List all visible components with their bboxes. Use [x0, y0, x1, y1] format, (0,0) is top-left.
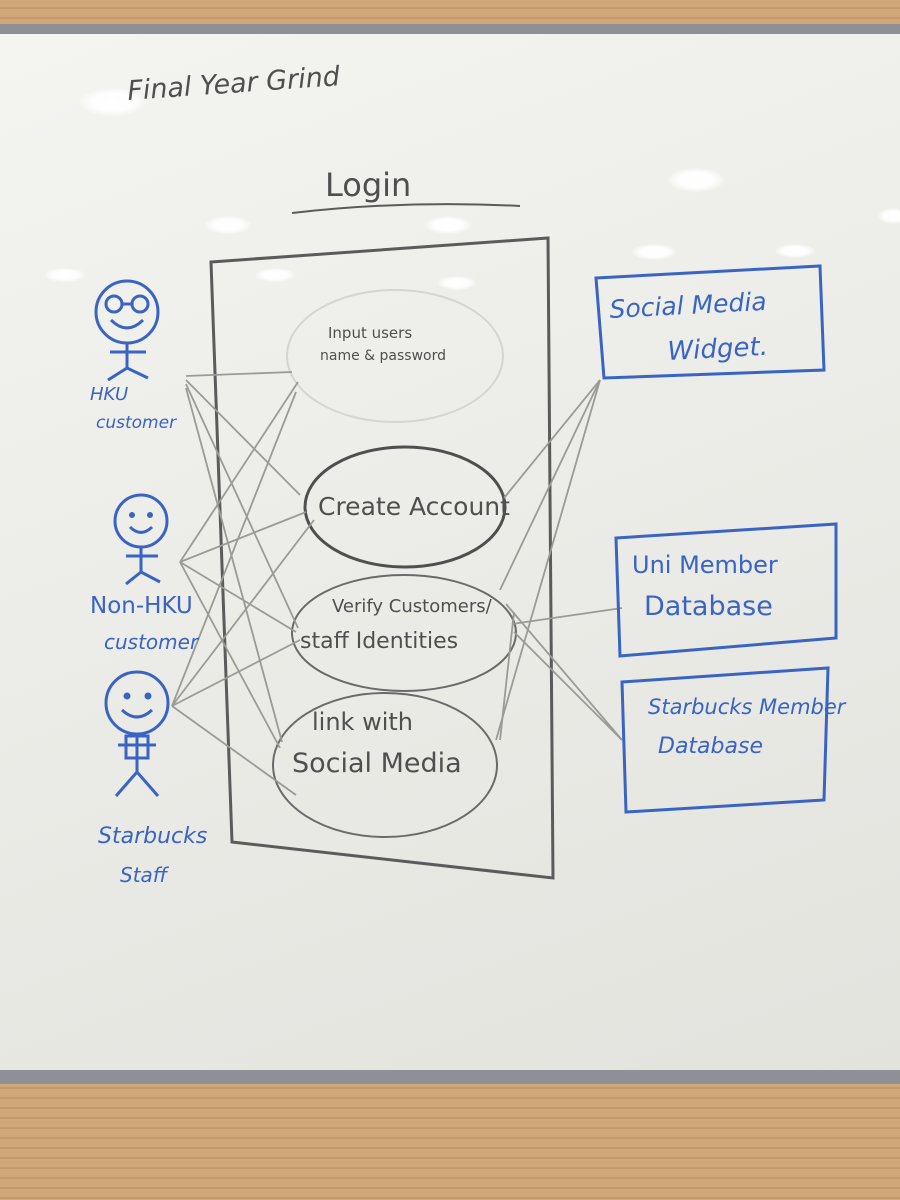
use-case-input-credentials-label-2: name & password: [320, 348, 446, 364]
wood-wall-bottom: [0, 1070, 900, 1200]
light-reflection: [255, 268, 295, 282]
external-uni-member-database-label-2: Database: [644, 591, 773, 622]
smiling-face-icon: [104, 670, 170, 736]
external-uni-member-database-label-1: Uni Member: [632, 551, 778, 579]
use-case-link-social-media-label-1: link with: [312, 708, 413, 736]
light-reflection: [425, 216, 471, 234]
use-case-create-account-label: Create Account: [318, 492, 510, 521]
smiling-face-icon: [113, 493, 169, 549]
association-lines: [171, 371, 623, 796]
external-uni-member-database: [614, 522, 838, 658]
external-starbucks-member-database: [620, 666, 830, 814]
actor-non-hku-customer-label-1: Non-HKU: [90, 593, 193, 619]
light-reflection: [205, 216, 251, 234]
use-case-input-credentials: [286, 289, 504, 423]
system-title: Login: [325, 166, 411, 204]
smiling-glasses-face-icon: [94, 279, 160, 345]
use-case-input-credentials-label-1: Input users: [328, 324, 412, 342]
external-starbucks-member-database-label-2: Database: [658, 734, 763, 759]
use-case-verify-identities-label-1: Verify Customers/: [332, 596, 493, 617]
actor-non-hku-customer-label-2: customer: [104, 630, 200, 654]
board-heading: Final Year Grind: [126, 61, 341, 107]
external-social-media-widget-label-2: Widget.: [667, 332, 769, 367]
light-reflection: [438, 276, 476, 290]
actor-non-hku-customer: [113, 493, 169, 586]
light-reflection: [775, 244, 815, 258]
actor-starbucks-staff-label-2: Staff: [120, 863, 170, 887]
actor-hku-customer-label-1: HKU: [90, 384, 128, 405]
system-title-underline: [291, 203, 521, 214]
light-reflection: [45, 268, 85, 282]
external-social-media-widget: [594, 264, 826, 380]
actor-starbucks-staff-label-1: Starbucks: [98, 824, 207, 849]
whiteboard: [0, 24, 900, 1084]
light-reflection: [632, 244, 676, 260]
actor-hku-customer-label-2: customer: [96, 413, 177, 433]
actor-hku-customer: [94, 279, 160, 382]
light-reflection: [878, 208, 900, 224]
light-reflection: [668, 168, 724, 192]
system-boundary: [209, 236, 555, 880]
light-reflection: [80, 88, 146, 116]
use-case-create-account: [303, 445, 507, 569]
use-case-link-social-media: [272, 692, 498, 838]
use-case-verify-identities-label-2: staff Identities: [300, 629, 458, 654]
actor-starbucks-staff: [104, 670, 170, 797]
external-social-media-widget-label-1: Social Media: [609, 287, 767, 324]
use-case-link-social-media-label-2: Social Media: [292, 748, 462, 779]
external-starbucks-member-database-label-1: Starbucks Member: [648, 695, 847, 719]
